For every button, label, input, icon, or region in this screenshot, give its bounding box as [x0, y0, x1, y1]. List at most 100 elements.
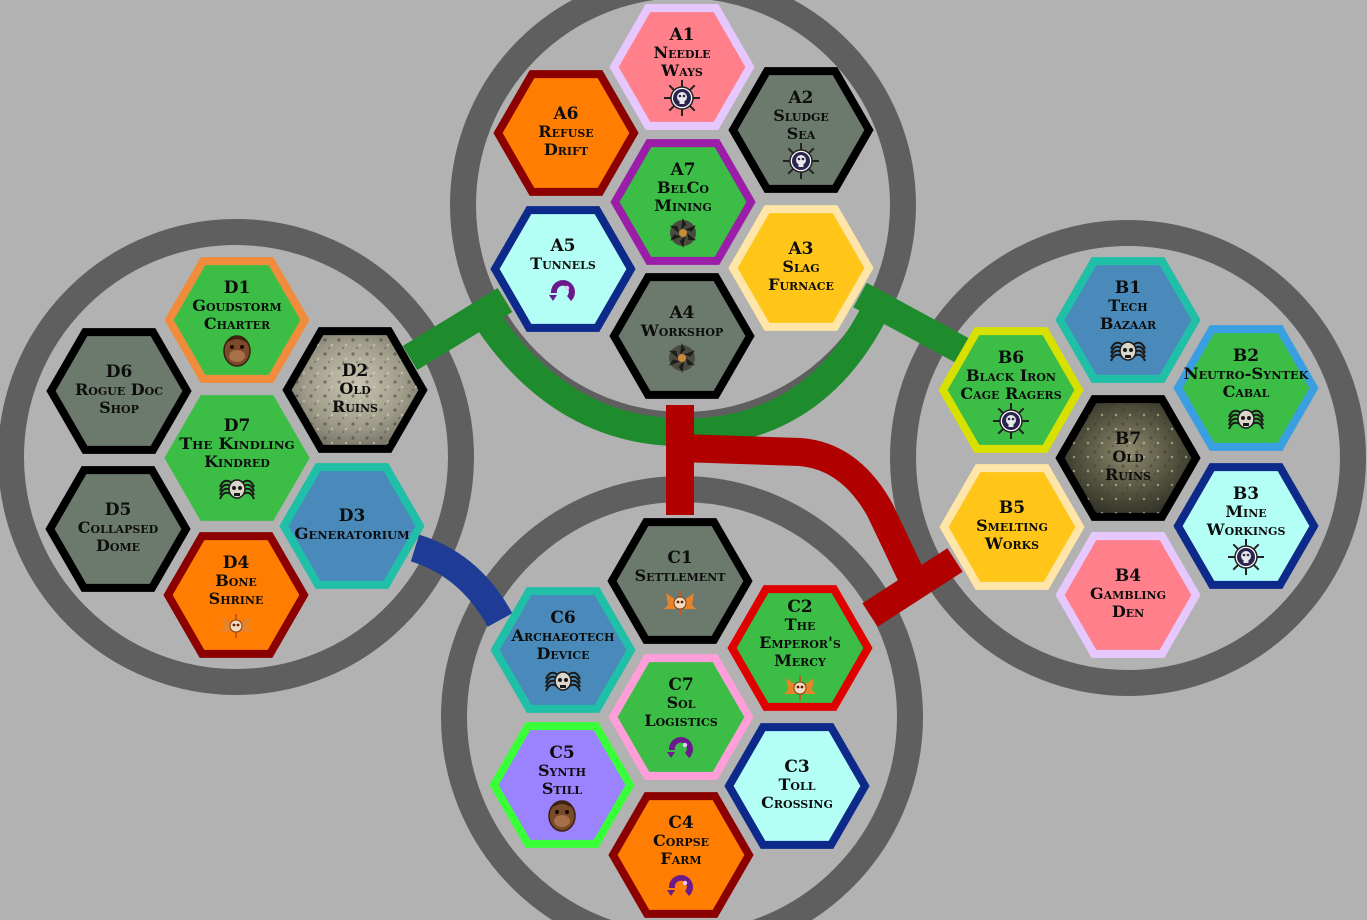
territory-code: C5 — [549, 743, 574, 763]
territory-code: C7 — [668, 675, 693, 695]
territory-name-line: Farm — [660, 849, 701, 868]
serpent-claw-icon — [667, 875, 693, 896]
territory-name-line: Emperor's — [759, 633, 841, 652]
territory-hex-a1 — [609, 4, 755, 130]
territory-name-line: Shop — [99, 398, 139, 417]
territory-name-line: Old — [339, 379, 371, 398]
territory-hex-a2 — [728, 67, 874, 193]
serpent-claw-icon — [667, 737, 693, 758]
territory-name-line: Goudstorm — [192, 296, 281, 315]
territory-code: B3 — [1233, 484, 1259, 504]
territory-code: A5 — [549, 236, 575, 256]
territory-code: B6 — [998, 348, 1024, 368]
link-a-arc-green — [466, 297, 891, 447]
territory-name-line: Device — [536, 644, 589, 663]
territory-code: C6 — [550, 608, 575, 628]
territory-name-line: Collapsed — [78, 518, 159, 537]
territory-hex-a6 — [493, 70, 639, 196]
territory-code: D4 — [223, 553, 250, 573]
territory-name-line: Rogue Doc — [75, 380, 163, 399]
spider-skull-icon — [1110, 341, 1146, 362]
serpent-claw-icon — [549, 280, 575, 301]
connection-links — [402, 282, 972, 627]
spider-skull-icon — [545, 671, 581, 692]
territory-name-line: Works — [984, 534, 1039, 553]
territory-name-line: Generatorium — [294, 524, 409, 543]
skull-compass-icon — [1228, 539, 1264, 575]
territory-code: D7 — [224, 416, 251, 436]
territory-hex-c4 — [608, 792, 754, 918]
sector-ring-b — [890, 220, 1366, 696]
skull-compass-icon — [993, 403, 1029, 439]
territory-code: B5 — [999, 498, 1025, 518]
winged-skull-icon — [784, 676, 816, 700]
territory-name-line: Black Iron — [966, 366, 1056, 385]
sector-ring-d — [0, 219, 474, 695]
skull-compass-icon — [664, 80, 700, 116]
territory-hex-b1 — [1055, 257, 1201, 383]
territory-hex-a5 — [490, 206, 636, 332]
territory-code: A7 — [669, 160, 695, 180]
territory-name-line: The Kindling — [179, 434, 294, 453]
territory-name-line: Slag — [782, 257, 819, 276]
territory-name-line: Ruins — [332, 397, 378, 416]
link-a-to-b — [853, 282, 972, 365]
territory-name-line: Refuse — [538, 122, 593, 141]
territory-hex-d5 — [45, 466, 191, 592]
territory-name-line: Tech — [1108, 296, 1147, 315]
territory-name-line: Den — [1112, 602, 1144, 621]
territory-hex-c3 — [724, 723, 870, 849]
territory-hex-a4 — [609, 273, 755, 399]
territory-name-line: Kindred — [204, 452, 270, 471]
winged-skull-icon — [220, 614, 252, 638]
territory-code: A4 — [668, 303, 694, 323]
territory-name-line: Toll — [779, 775, 816, 794]
territory-hex-a7 — [610, 139, 756, 265]
territory-name-line: Old — [1112, 447, 1144, 466]
